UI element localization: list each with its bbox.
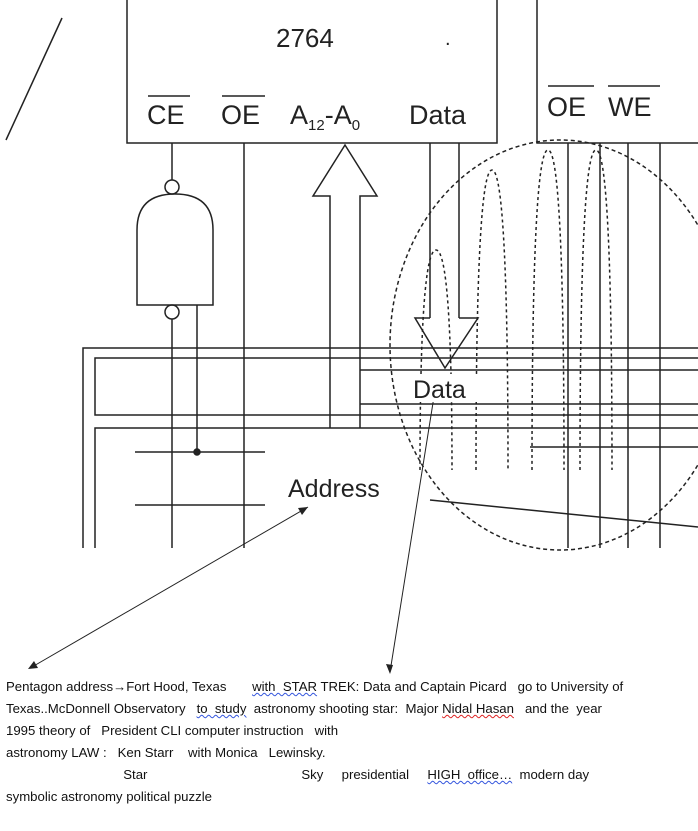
memory-array-region bbox=[389, 139, 698, 551]
pin-oe-right: OE bbox=[547, 92, 586, 122]
chip-dot: . bbox=[445, 28, 451, 50]
address-bus-label: Address bbox=[288, 475, 380, 503]
text-line-6: symbolic astronomy political puzzle bbox=[6, 789, 212, 804]
diagonal-line bbox=[5, 17, 63, 141]
text-line-4: astronomy LAW : Ken Starr with Monica Le… bbox=[6, 745, 326, 760]
text-span: astronomy shooting star: Major bbox=[246, 701, 443, 716]
text-line-1: Pentagon address→Fort Hood, Texas with S… bbox=[6, 676, 696, 698]
address-pointer-arrow bbox=[31, 506, 309, 668]
eprom-chip-box bbox=[126, 0, 498, 144]
address-bus-arrow bbox=[311, 143, 379, 428]
data-bus-arrow bbox=[413, 317, 480, 370]
chip-number: 2764 bbox=[276, 23, 334, 53]
pin-we-right: WE bbox=[608, 92, 652, 122]
right-arrow-icon: → bbox=[113, 679, 127, 694]
text-line-5: Star Sky presidential HIGH office… moder… bbox=[6, 764, 696, 786]
pin-address: A12-A0 bbox=[290, 100, 360, 134]
text-span: Fort Hood, Texas bbox=[126, 679, 253, 694]
ram-chip-box bbox=[536, 0, 698, 144]
pin-data: Data bbox=[409, 100, 467, 130]
text-span-misspelled: Nidal Hasan bbox=[442, 701, 514, 716]
data-pointer-arrow bbox=[389, 383, 437, 673]
nand-output-bubble bbox=[164, 304, 180, 320]
outer-bus-box bbox=[82, 347, 698, 548]
address-bus-box bbox=[94, 427, 698, 548]
nand-input-bubble bbox=[164, 179, 180, 195]
text-span: Star Sky presidential bbox=[6, 767, 428, 782]
pin-oe: OE bbox=[221, 100, 260, 130]
data-bus-label: Data bbox=[413, 376, 466, 404]
text-span: Texas..McDonnell Observatory bbox=[6, 701, 197, 716]
text-span-flagged: HIGH office… bbox=[427, 767, 513, 782]
caption-text: Pentagon address→Fort Hood, Texas with S… bbox=[6, 676, 696, 808]
text-span: TREK: Data and Captain Picard go to Univ… bbox=[317, 679, 624, 694]
text-line-3: 1995 theory of President CLI computer in… bbox=[6, 723, 339, 738]
text-span-flagged: to study bbox=[196, 701, 247, 716]
data-bus-box bbox=[94, 357, 698, 416]
pin-ce: CE bbox=[147, 100, 185, 130]
text-span-flagged: with STAR bbox=[252, 679, 318, 694]
text-line-2: Texas..McDonnell Observatory to study as… bbox=[6, 698, 696, 720]
nand-gate bbox=[136, 193, 214, 306]
text-span: modern day bbox=[512, 767, 590, 782]
text-span: Pentagon address bbox=[6, 679, 114, 694]
text-span: and the year bbox=[513, 701, 602, 716]
